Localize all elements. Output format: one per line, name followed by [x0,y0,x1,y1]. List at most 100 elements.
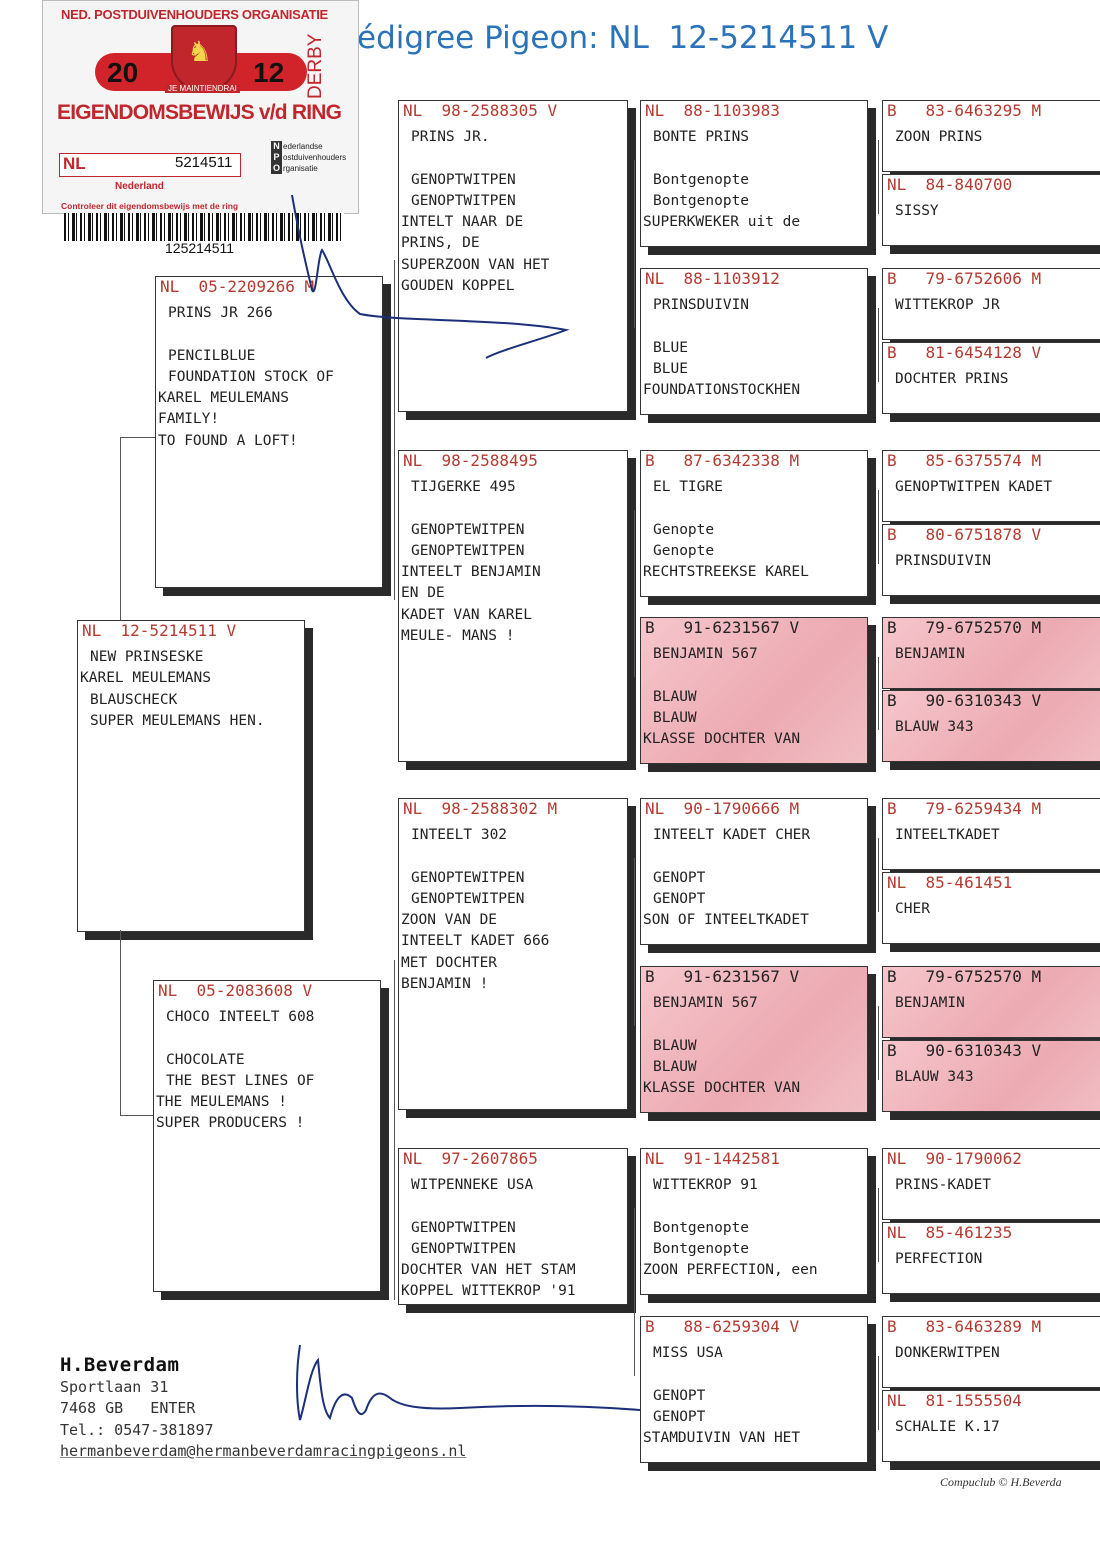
pigeon-name: PRINS-KADET [895,1177,992,1193]
pigeon-description-line: BLUE [653,339,688,356]
pigeon-ring-header: NL 88-1103983 [645,101,780,120]
pigeon-description-line: Bontgenopte [653,1219,750,1236]
pigeon-description-line: MEULE- MANS ! [401,628,515,645]
pigeon-name: WITPENNEKE USA [411,1177,534,1193]
pigeon-description-line: THE MEULEMANS ! [156,1094,287,1111]
pedigree-connector [634,510,635,677]
pigeon-name: INTEELT KADET CHER [653,827,811,843]
pigeon-name: ZOON PRINS [895,129,983,145]
owner-street: Sportlaan 31 [60,1377,169,1396]
pigeon-description-line: KAREL MEULEMANS [158,390,289,407]
pigeon-description-line: GENOPT [653,1408,706,1425]
pigeon-name: MISS USA [653,1345,723,1361]
pigeon-name: CHER [895,901,930,917]
pigeon-description-line: RECHTSTREEKSE KAREL [643,564,809,581]
pigeon-ring-header: NL 98-2588305 V [403,101,558,120]
owner-phone: Tel.: 0547-381897 [60,1420,214,1439]
pigeon-ring-header: NL 12-5214511 V [82,621,237,640]
pigeon-ring-header: NL 85-461451 [887,873,1013,892]
pigeon-description-line: GENOPTEWITPEN [411,869,525,886]
pigeon-description-line: INTEELT KADET 666 [401,933,550,950]
pigeon-description-line: KLASSE DOCHTER VAN [643,731,801,748]
ring-card-org: NED. POSTDUIVENHOUDERS ORGANISATIE [61,7,328,22]
pigeon-ring-header: B 88-6259304 V [645,1317,800,1336]
pigeon-ring-header: B 91-6231567 V [645,967,800,986]
pigeon-description-line: GENOPTWITPEN [411,1240,516,1257]
pigeon-ring-header: B 83-6463295 M [887,101,1042,120]
pigeon-name: BENJAMIN [895,646,965,662]
pigeon-name: PRINSDUIVIN [895,553,992,569]
gen4-box-1: B 83-6463295 M ZOON PRINS [882,100,1100,172]
pedigree-connector [878,140,879,214]
ring-card-nederland: Nederland [115,181,164,192]
pigeon-ring-header: NL 84-840700 [887,175,1013,194]
pigeon-description-line: STAMDUIVIN VAN HET [643,1430,801,1447]
page-title: édigree Pigeon: NL 12-5214511 V [357,20,889,56]
pigeon-name: PRINSDUIVIN [653,297,750,313]
pigeon-ring-header: NL 05-2209266 M [160,277,315,296]
pigeon-ring-header: NL 90-1790666 M [645,799,800,818]
pedigree-connector [878,1356,879,1430]
pigeon-description-line: SUPER MEULEMANS HEN. [90,712,265,729]
pigeon-description-line: BLAUW [653,688,697,705]
pigeon-name: PRINS JR 266 [168,305,273,321]
pigeon-description-line: GOUDEN KOPPEL [401,278,515,295]
pigeon-description-line: FOUNDATION STOCK OF [168,368,334,385]
pigeon-description-line: ZOON VAN DE [401,912,498,929]
pigeon-description-line: GENOPTEWITPEN [411,542,525,559]
barcode-number: 125214511 [165,240,235,256]
ring-card-number: 5214511 [175,154,233,171]
pigeon-description-line: GENOPTWITPEN [411,1219,516,1236]
gen4-box-6: B 80-6751878 V PRINSDUIVIN [882,524,1100,596]
pigeon-description-line: GENOPTEWITPEN [411,890,525,907]
pigeon-description-line: KOPPEL WITTEKROP '91 [401,1283,576,1300]
pedigree-connector [120,437,155,438]
pigeon-description-line: SON OF INTEELTKADET [643,912,809,929]
owner-name: H.Beverdam [60,1354,180,1376]
ring-ownership-card: NED. POSTDUIVENHOUDERS ORGANISATIE ♞ 20 … [42,0,359,214]
pedigree-connector [634,858,635,1026]
pigeon-ring-header: B 85-6375574 M [887,451,1042,470]
pigeon-description-line: EN DE [401,585,445,602]
pedigree-connector [120,437,121,620]
pigeon-description-line: BENJAMIN ! [401,976,489,993]
ring-card-heading: EIGENDOMSBEWIJS v/d RING [57,101,342,124]
ring-card-year-right: 12 [253,57,285,88]
pigeon-ring-header: B 79-6752606 M [887,269,1042,288]
pigeon-description-line: BLAUSCHECK [90,691,178,708]
pigeon-description-line: PENCILBLUE [168,347,256,364]
crest-icon [171,25,237,91]
pigeon-description-line: DOCHTER VAN HET STAM [401,1262,576,1279]
pigeon-ring-header: B 80-6751878 V [887,525,1042,544]
pedigree-connector [634,160,635,328]
pigeon-name: PRINS JR. [411,129,490,145]
pigeon-description-line: BLAUW [653,1058,697,1075]
pigeon-description-line: SUPER PRODUCERS ! [156,1115,305,1132]
pigeon-name: TIJGERKE 495 [411,479,516,495]
pigeon-description-line: KADET VAN KAREL [401,606,532,623]
pigeon-ring-header: NL 05-2083608 V [158,981,313,1000]
pigeon-description-line: INTEELT BENJAMIN [401,564,541,581]
pigeon-name: BONTE PRINS [653,129,750,145]
pigeon-ring-header: NL 98-2588495 [403,451,538,470]
owner-email[interactable]: hermanbeverdam@hermanbeverdamracingpigeo… [60,1442,467,1460]
pedigree-connector [878,490,879,564]
pigeon-description-line: PRINS, DE [401,235,480,252]
pedigree-connector [394,960,395,1300]
pigeon-description-line: GENOPTEWITPEN [411,521,525,538]
pigeon-name: SISSY [895,203,939,219]
pigeon-ring-header: NL 81-1555504 [887,1391,1022,1410]
owner-city: 7468 GB ENTER [60,1399,196,1417]
